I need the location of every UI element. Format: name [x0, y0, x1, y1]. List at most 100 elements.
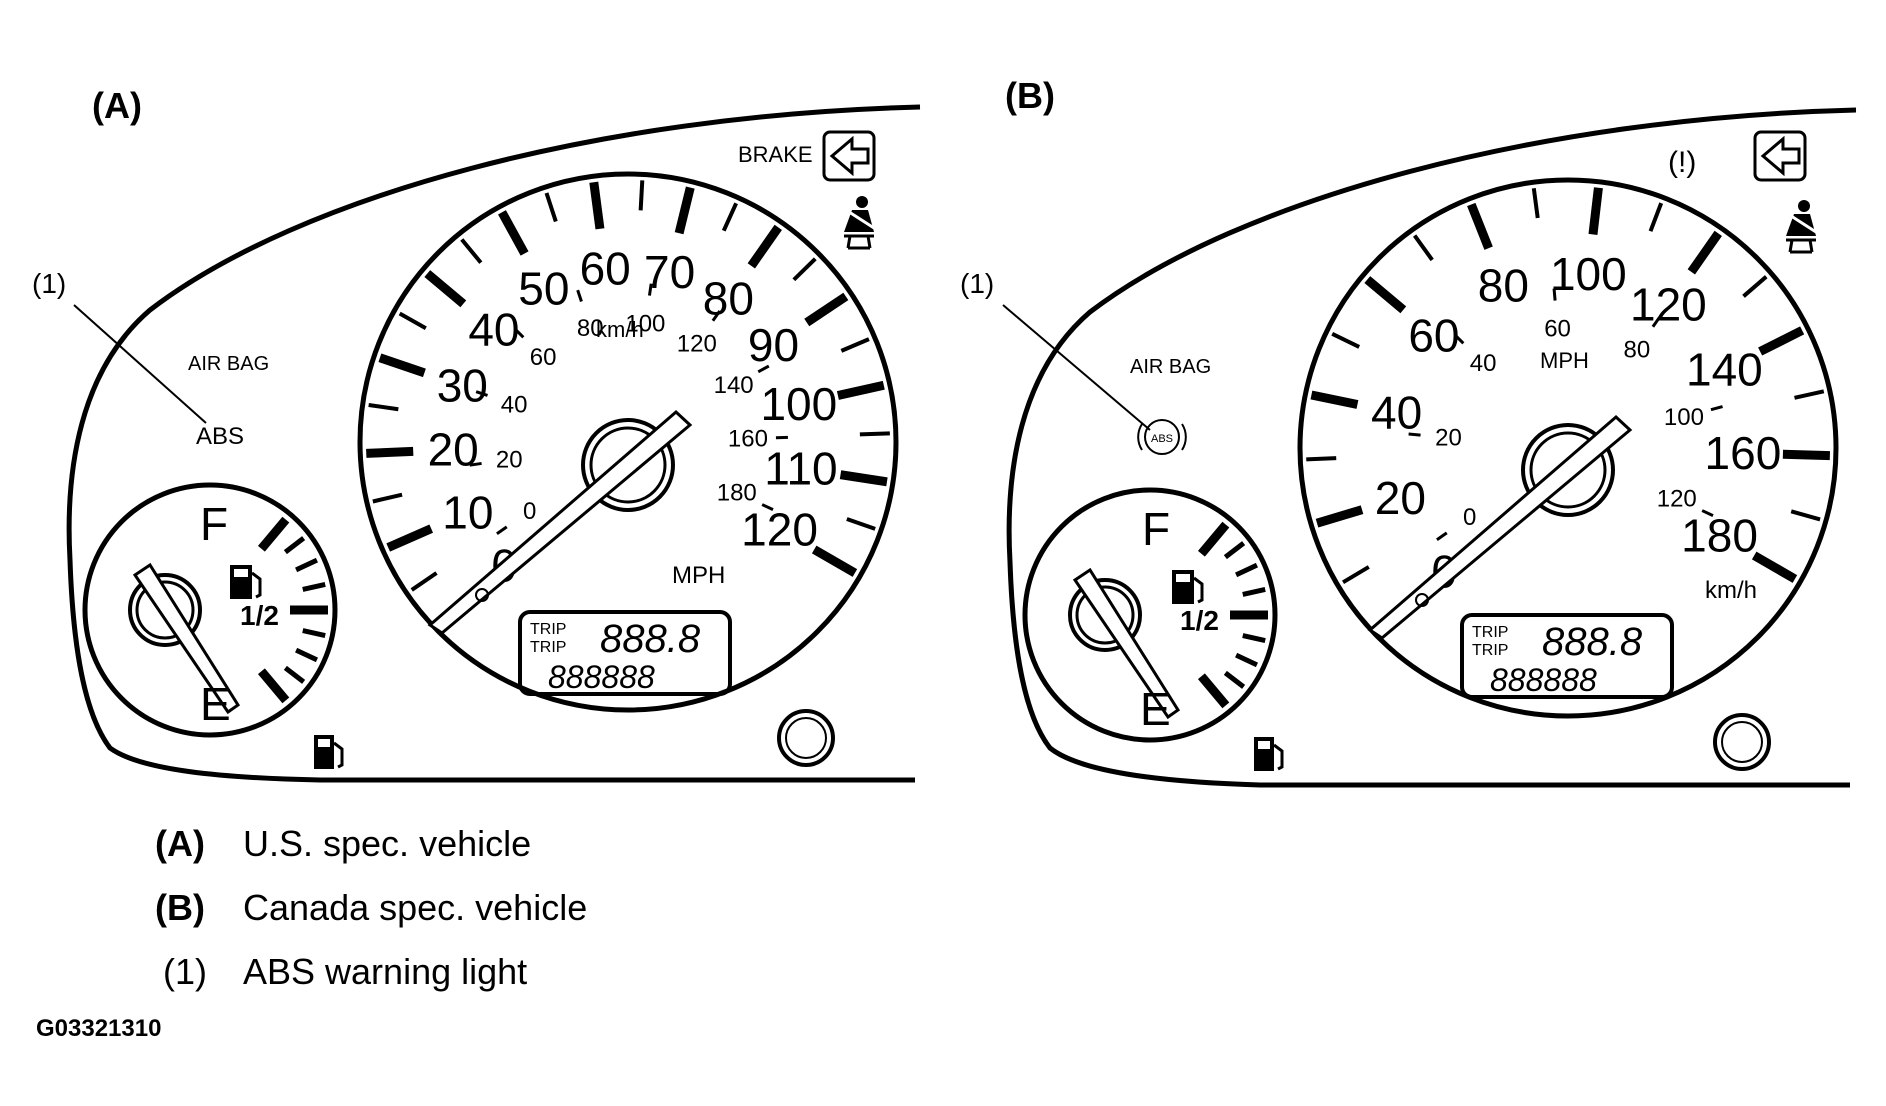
speedo-minor-label: 160: [728, 426, 768, 453]
speedo-major-label: 20: [428, 424, 479, 476]
speedo-tick: [638, 180, 645, 211]
legend-key: (1): [163, 951, 207, 992]
speedo-tick: [840, 337, 870, 353]
fuel-pump-icon: [230, 565, 262, 599]
fuel-empty-label: E: [200, 678, 231, 730]
speedo-minor-tick: [647, 283, 653, 296]
speedo-major-label: 160: [1705, 427, 1782, 479]
speedo-minor-label: 80: [577, 315, 604, 342]
speedo-tick: [792, 257, 817, 282]
outer-unit-label: MPH: [672, 562, 725, 589]
speedo-major-label: 70: [644, 246, 695, 298]
speedo-tick: [1467, 202, 1493, 250]
speedo-tick: [1751, 551, 1798, 583]
speedo-tick: [1310, 390, 1359, 409]
speedo-minor-tick: [576, 289, 583, 302]
speedo-tick: [398, 311, 427, 330]
speedo-tick: [498, 210, 529, 256]
speedo-tick: [1782, 449, 1831, 461]
speedo-minor-label: 40: [1470, 350, 1497, 377]
speedo-major-label: 30: [437, 360, 488, 412]
speedo-minor-tick: [469, 461, 482, 467]
fuel-tick: [1242, 633, 1266, 643]
fuel-tick: [1197, 673, 1230, 709]
abs-warning-light: ABS: [1137, 419, 1187, 455]
speedo-major-label: 80: [1478, 259, 1529, 311]
fuel-tick: [1235, 562, 1259, 578]
fuel-pump-icon: [1172, 570, 1204, 604]
fuel-warning-icon: [314, 735, 344, 769]
speedo-tick: [368, 402, 399, 412]
speedo-tick: [859, 431, 890, 437]
speedo-tick: [804, 292, 849, 327]
brake-warning-light: BRAKE: [738, 142, 813, 167]
speedo-minor-label: 120: [1657, 486, 1697, 513]
speedo-minor-tick: [1436, 531, 1448, 542]
speedo-tick: [372, 492, 403, 504]
speedo-tick: [1364, 276, 1407, 314]
speedo-major-label: 120: [741, 504, 818, 556]
speedo-minor-label: 120: [677, 331, 717, 358]
fuel-full-label: F: [200, 498, 228, 550]
panel-b-housing: [1006, 107, 1857, 788]
fuel-tick: [283, 536, 306, 555]
speedo-minor-label: 20: [496, 446, 523, 473]
speedo-minor-label: 80: [1623, 337, 1650, 364]
fuel-gauge-a: F 1/2 E: [82, 482, 338, 738]
turn-signal-icon: [1753, 130, 1807, 182]
speedo-tick: [846, 517, 876, 531]
speedo-minor-label: 0: [1463, 504, 1476, 531]
legend-item-b: (B)Canada spec. vehicle: [155, 890, 587, 926]
trip-label-1: TRIP: [530, 621, 566, 638]
fuel-tick: [257, 516, 290, 552]
speedo-tick: [1342, 565, 1370, 585]
trip-readout: 888.8: [600, 617, 701, 661]
speedo-major-label: 120: [1630, 279, 1707, 331]
speedo-major-label: 10: [442, 486, 493, 538]
odometer-display: TRIP TRIP 888.8 888888: [1460, 613, 1674, 699]
trip-label-2: TRIP: [530, 639, 566, 656]
speedo-minor-tick: [1701, 509, 1714, 517]
speedo-major-label: 40: [1371, 387, 1422, 439]
speedo-tick: [811, 545, 858, 577]
panel-a-housing: [66, 104, 921, 783]
panel-a-callout-label: (1): [32, 268, 66, 299]
turn-signal-icon: [822, 130, 876, 182]
speedo-tick: [1790, 509, 1821, 522]
speedo-major-label: 40: [468, 304, 519, 356]
fuel-tick: [302, 582, 326, 592]
speedo-major-label: 100: [760, 378, 837, 430]
legend-item-1: (1) ABS warning light: [155, 954, 527, 990]
speedo-major-label: 80: [703, 273, 754, 325]
speedo-tick: [1687, 230, 1722, 275]
svg-text:ABS: ABS: [1151, 433, 1173, 445]
fuel-tick: [295, 557, 319, 573]
speedo-tick: [1412, 234, 1434, 262]
fuel-half-label: 1/2: [1180, 605, 1219, 636]
fuel-tick: [283, 665, 306, 684]
fuel-empty-label: E: [1140, 683, 1171, 735]
speedometer-a: 0102030405060708090100110120 02040608010…: [357, 171, 899, 713]
speedo-minor-label: 0: [523, 498, 536, 525]
legend-text: Canada spec. vehicle: [243, 887, 588, 928]
speedo-major-label: 110: [764, 443, 837, 495]
speedo-tick: [366, 446, 414, 458]
speedo-major-label: 50: [518, 263, 569, 315]
speedo-minor-tick: [513, 327, 525, 339]
figure-code: G03321310: [36, 1015, 162, 1042]
speedo-tick: [544, 192, 558, 223]
brake-warning-light: (!): [1668, 146, 1696, 179]
speedo-minor-label: 180: [717, 480, 757, 507]
panel-b-label: (B): [1005, 75, 1055, 116]
fuel-full-label: F: [1142, 503, 1170, 555]
odometer-display: TRIP TRIP 888.8 888888: [518, 610, 732, 696]
speedo-tick: [410, 571, 438, 592]
speedo-tick: [460, 238, 483, 264]
cluster-panel-a: (A) (1) AIR BAG ABS BRAKE F 1/2: [32, 85, 921, 783]
speedo-major-label: 60: [1408, 310, 1459, 362]
speedo-minor-label: 100: [625, 310, 665, 337]
legend-text: ABS warning light: [243, 951, 528, 992]
speedo-major-label: 100: [1550, 248, 1627, 300]
speedo-minor-label: 60: [1544, 315, 1571, 342]
speedo-tick: [721, 202, 738, 232]
